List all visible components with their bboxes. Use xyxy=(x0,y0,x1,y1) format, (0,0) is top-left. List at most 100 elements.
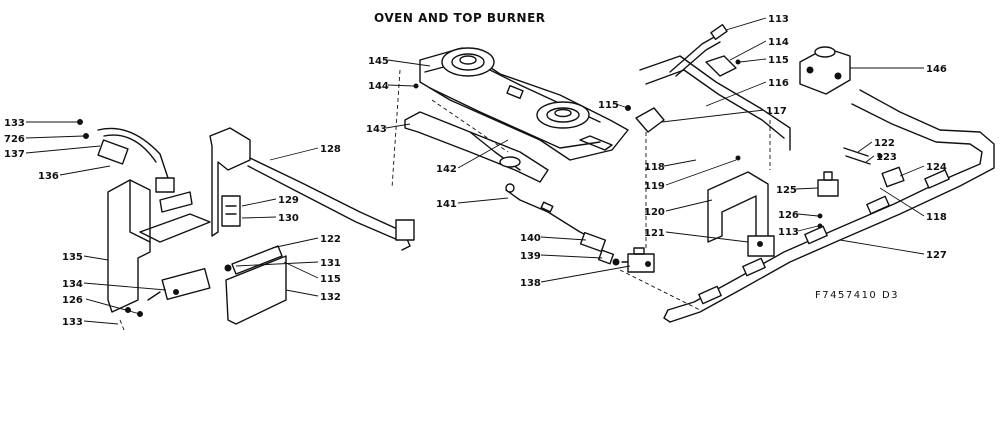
callout-130: 130 xyxy=(241,213,299,224)
svg-text:114: 114 xyxy=(768,37,789,48)
left-bracket-part xyxy=(107,179,211,313)
callout-143: 143 xyxy=(366,123,411,135)
callout-137: 137 xyxy=(4,145,101,160)
svg-text:122: 122 xyxy=(874,138,895,149)
callout-119: 119 xyxy=(644,159,737,192)
callout-122-left: 122 xyxy=(271,234,341,249)
left-tube-part xyxy=(97,127,193,213)
callout-142: 142 xyxy=(436,139,509,175)
hardware-dots xyxy=(413,59,883,229)
svg-text:121: 121 xyxy=(644,228,665,239)
svg-text:136: 136 xyxy=(38,171,59,182)
svg-text:133: 133 xyxy=(62,317,83,328)
svg-text:113: 113 xyxy=(768,14,789,25)
svg-text:115: 115 xyxy=(768,55,789,66)
callout-139: 139 xyxy=(520,251,603,262)
svg-text:125: 125 xyxy=(776,185,797,196)
callout-140: 140 xyxy=(520,233,587,244)
assembly-dashes xyxy=(119,69,771,331)
svg-text:115: 115 xyxy=(598,100,619,111)
callout-126-left: 126 xyxy=(62,295,141,315)
callout-125: 125 xyxy=(776,185,819,196)
svg-text:138: 138 xyxy=(520,278,541,289)
svg-text:140: 140 xyxy=(520,233,541,244)
callout-146: 146 xyxy=(850,64,947,75)
svg-text:116: 116 xyxy=(768,78,789,89)
svg-text:130: 130 xyxy=(278,213,299,224)
callout-118-left: 118 xyxy=(644,159,697,173)
svg-text:134: 134 xyxy=(62,279,83,290)
callout-120: 120 xyxy=(644,199,713,218)
svg-text:126: 126 xyxy=(62,295,83,306)
svg-text:137: 137 xyxy=(4,149,25,160)
callout-113-top: 113 xyxy=(725,14,789,31)
svg-text:122: 122 xyxy=(320,234,341,245)
manifold-part xyxy=(639,55,995,323)
svg-text:117: 117 xyxy=(766,106,787,117)
callout-132: 132 xyxy=(285,289,341,303)
callout-126-right: 126 xyxy=(778,210,819,221)
callout-145: 145 xyxy=(368,56,431,67)
oven-pilot-tube-part xyxy=(505,183,597,241)
svg-text:135: 135 xyxy=(62,252,83,263)
svg-text:123: 123 xyxy=(876,152,897,163)
callout-133-bottom: 133 xyxy=(62,317,119,328)
svg-text:128: 128 xyxy=(320,144,341,155)
svg-text:141: 141 xyxy=(436,199,457,210)
callout-131: 131 xyxy=(235,258,341,269)
bracket-117-part xyxy=(635,107,665,133)
callout-115-left: 115 xyxy=(283,261,341,285)
callout-138: 138 xyxy=(520,265,631,289)
svg-text:118: 118 xyxy=(926,212,947,223)
callout-118-right: 118 xyxy=(879,187,947,223)
regulator-part xyxy=(799,46,851,95)
svg-text:115: 115 xyxy=(320,274,341,285)
svg-text:131: 131 xyxy=(320,258,341,269)
svg-text:120: 120 xyxy=(644,207,665,218)
svg-text:139: 139 xyxy=(520,251,541,262)
oven-burner-part xyxy=(419,47,629,161)
svg-text:129: 129 xyxy=(278,195,299,206)
callout-726: 726 xyxy=(4,134,85,145)
small-tubes-part xyxy=(221,195,283,275)
callout-115-mid: 115 xyxy=(598,100,629,111)
callout-115-upper: 115 xyxy=(739,55,789,66)
bracket-114-part xyxy=(705,55,737,77)
svg-text:133: 133 xyxy=(4,118,25,129)
callout-128: 128 xyxy=(269,144,341,161)
svg-text:132: 132 xyxy=(320,292,341,303)
safety-valve-part xyxy=(621,247,655,273)
callout-121: 121 xyxy=(644,228,749,243)
diagram-title: OVEN AND TOP BURNER xyxy=(374,11,546,25)
callout-116: 116 xyxy=(705,78,789,107)
svg-text:726: 726 xyxy=(4,134,25,145)
callout-117: 117 xyxy=(661,106,787,123)
svg-text:113: 113 xyxy=(778,227,799,238)
callout-123: 123 xyxy=(865,152,897,163)
callout-127: 127 xyxy=(839,239,947,261)
svg-text:144: 144 xyxy=(368,81,389,92)
callout-122-right: 122 xyxy=(857,138,895,153)
oven-valve-part xyxy=(579,231,620,266)
svg-text:126: 126 xyxy=(778,210,799,221)
svg-text:142: 142 xyxy=(436,164,457,175)
svg-text:146: 146 xyxy=(926,64,947,75)
callout-129: 129 xyxy=(241,195,299,207)
svg-text:124: 124 xyxy=(926,162,947,173)
svg-text:143: 143 xyxy=(366,124,387,135)
callout-135: 135 xyxy=(62,252,109,263)
callout-136: 136 xyxy=(38,165,111,182)
shield-part xyxy=(225,255,287,325)
valve-bracket-part xyxy=(707,171,775,257)
svg-text:118: 118 xyxy=(644,162,665,173)
svg-text:127: 127 xyxy=(926,250,947,261)
burner-tube-128-part xyxy=(209,127,415,251)
callout-113-right: 113 xyxy=(778,225,819,238)
svg-text:119: 119 xyxy=(644,181,665,192)
pilot-tube-part xyxy=(669,24,728,77)
callout-144: 144 xyxy=(368,81,415,92)
burner-valve-part xyxy=(817,147,905,197)
callout-141: 141 xyxy=(436,197,509,210)
